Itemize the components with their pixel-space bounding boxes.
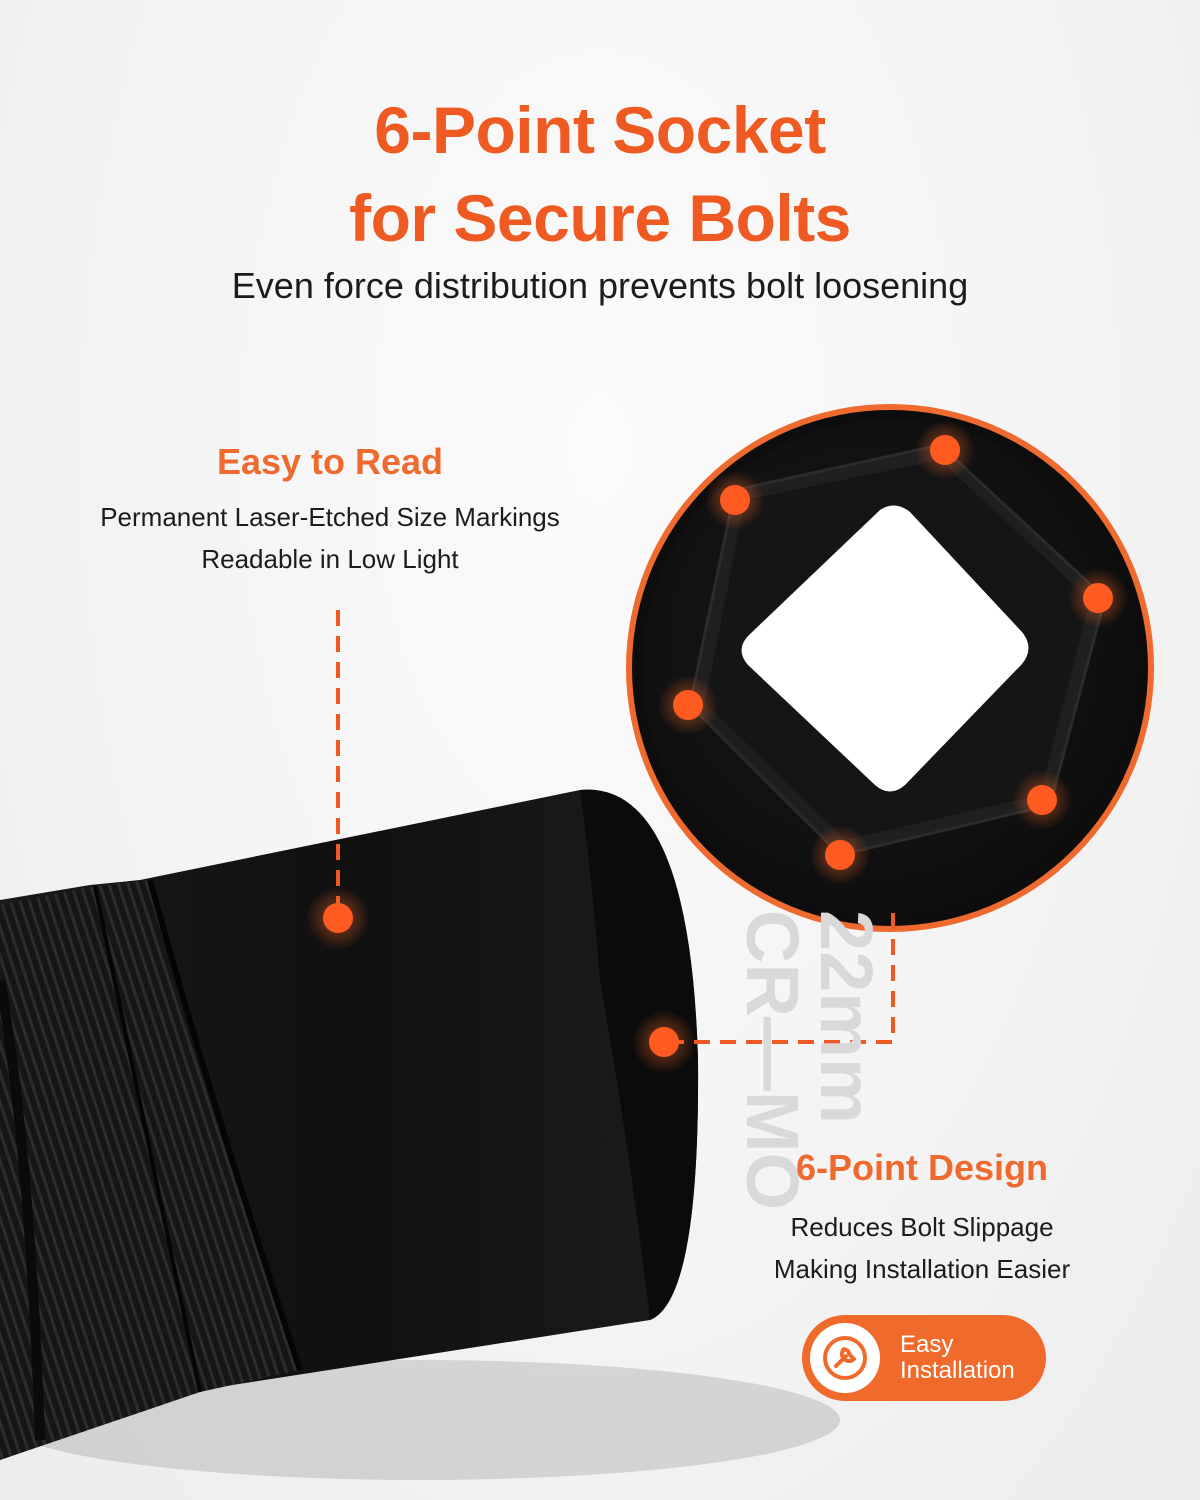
socket-shadow — [0, 1360, 840, 1480]
page-subtitle: Even force distribution prevents bolt lo… — [231, 265, 969, 306]
easy-installation-badge: Easy Installation — [802, 1315, 1046, 1401]
feature-design-line-2: Making Installation Easier — [773, 1254, 1071, 1284]
title-line-2: for Secure Bolts — [349, 181, 851, 255]
callout-dot-design — [649, 1027, 679, 1057]
feature-read-text: Permanent Laser-Etched Size Markings Rea… — [40, 496, 620, 580]
hex-point-markers — [658, 420, 1128, 885]
square-drive-hole — [741, 505, 1029, 792]
feature-design-text: Reduces Bolt Slippage Making Installatio… — [672, 1206, 1172, 1290]
socket-engraving: 22mm CR—MO — [633, 910, 888, 1211]
material-marking: CR—MO — [731, 910, 814, 1211]
wrench-icon — [810, 1323, 880, 1393]
feature-read-line-2: Readable in Low Light — [201, 544, 459, 574]
feature-read-title: Easy to Read — [216, 441, 444, 482]
feature-design-title: 6-Point Design — [795, 1147, 1049, 1188]
page-title: 6-Point Socket for Secure Bolts — [0, 86, 1200, 262]
socket-end-view — [626, 404, 1154, 932]
badge-line-2: Installation — [900, 1357, 1015, 1384]
feature-read-line-1: Permanent Laser-Etched Size Markings — [100, 502, 560, 532]
title-line-1: 6-Point Socket — [374, 93, 826, 167]
badge-text: Easy Installation — [900, 1332, 1015, 1384]
callout-dot-read — [323, 903, 353, 933]
knurled-grip — [0, 880, 300, 1460]
badge-line-1: Easy — [900, 1331, 954, 1358]
feature-design-line-1: Reduces Bolt Slippage — [790, 1212, 1054, 1242]
size-marking: 22mm — [805, 910, 888, 1124]
